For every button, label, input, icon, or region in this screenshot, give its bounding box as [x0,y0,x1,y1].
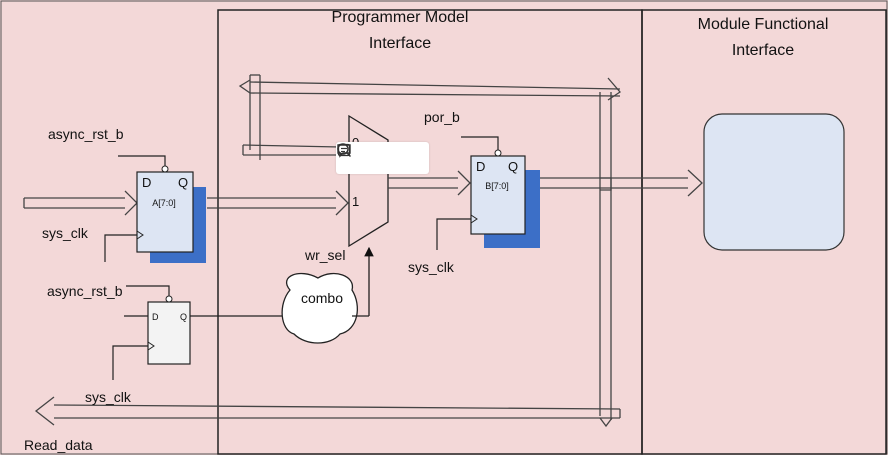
combo-label: combo [301,290,343,306]
ff-b-reg-name: B[7:0] [485,181,509,191]
ff-b-reset-label: por_b [424,109,460,125]
ff-a-reset-label: async_rst_b [48,126,124,142]
ff-c-clk-label: sys_clk [85,389,132,405]
ff-c-block [147,301,191,365]
ff-b-clk-triangle [470,214,478,224]
ff-a-clk-triangle [136,230,144,240]
ff-c-reset-wire [126,285,170,296]
ff-c-clk-wire [112,345,148,380]
feedback-bus [238,74,621,160]
ff-a-pin-d: D [142,175,151,190]
ff-a-clk-wire [104,234,137,262]
bus-mux-to-ff-b [388,170,471,196]
ff-c-reset-bubble [165,295,173,303]
bus-ff-b-to-module [540,169,703,197]
ff-c-pin-d: D [152,312,159,322]
module-block [703,113,845,251]
ff-b-pin-d: D [476,159,485,174]
note-icon[interactable] [337,143,425,169]
ff-a-reg-name: A[7:0] [152,198,176,208]
read-data-bus [34,396,621,428]
programmer-model-region [217,9,643,455]
ff-b-pin-q: Q [508,159,518,174]
comment-icon[interactable] [337,144,394,169]
input-bus [23,190,138,216]
read-data-label: Read_data [24,437,93,453]
mux-select-label: wr_sel [304,247,345,263]
module-functional-region [641,9,887,455]
programmer-title-line2: Interface [369,35,431,52]
programmer-title-line1: Programmer Model [332,9,469,26]
ff-a-reset-wire [118,155,166,166]
ff-a-pin-q: Q [178,175,188,190]
mux-input-1: 1 [352,194,359,209]
bus-a-to-mux [207,190,349,216]
module-title-line2: Interface [732,42,794,59]
ff-b-reset-bubble [494,149,502,157]
ff-a-reset-bubble [161,165,169,173]
floating-toolbar [336,142,429,174]
ff-a-block [136,171,194,253]
ff-c-reset-label: async_rst_b [47,283,123,299]
ff-a-clk-label: sys_clk [42,225,89,241]
ff-b-clk-wire [436,218,471,250]
vertical-bus [599,92,612,420]
module-title-line1: Module Functional [698,16,829,33]
ff-b-clk-label: sys_clk [408,259,455,275]
ff-c-clk-triangle [147,341,155,351]
ff-c-pin-q: Q [180,312,187,322]
combo-cloud [281,273,358,344]
ff-b-reset-wire [461,136,499,150]
